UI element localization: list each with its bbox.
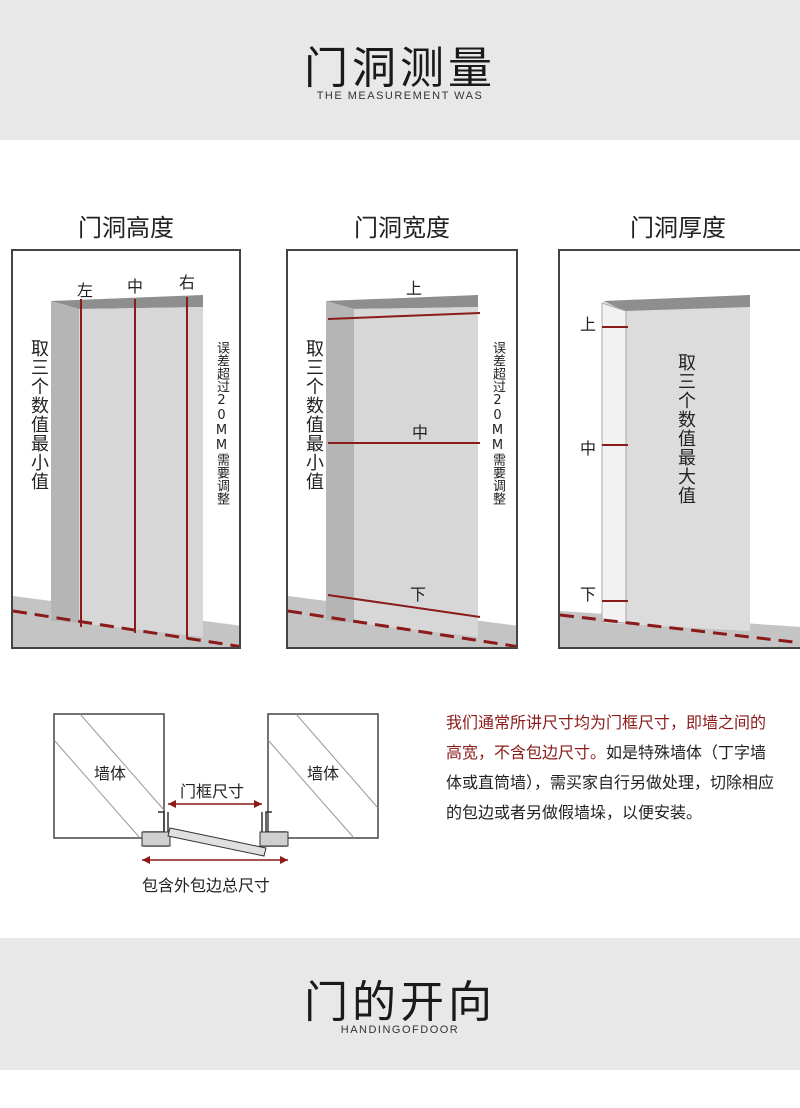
page-title: 门洞测量: [304, 43, 496, 94]
height-right-label: 右: [179, 273, 196, 292]
thickness-panel: 上 中 下 取三个数值最大值: [558, 249, 800, 649]
note-red-text: 我们通常所讲尺寸均为门框尺寸，即墙之间的高宽，不含包边尺寸。: [446, 713, 767, 762]
height-mid-label: 中: [127, 277, 144, 296]
height-left-note: 取三个数值最小值: [28, 339, 49, 491]
width-door-illustration: [288, 295, 516, 647]
note-text: 如是特殊墙体（丁字墙体或直筒墙），需买家自行另做处理，切除相应的包边或者另做假墙…: [446, 743, 775, 822]
right-wall-label: 墙体: [307, 764, 340, 783]
explanation-note: 我们通常所讲尺寸均为门框尺寸，即墙之间的高宽，不含包边尺寸。如是特殊墙体（丁字墙…: [446, 708, 776, 828]
height-right-note: 误差超过20MM需要调整: [214, 341, 229, 505]
width-top-label: 上: [406, 279, 423, 298]
thickness-bottom-label: 下: [580, 585, 597, 604]
width-panel-title: 门洞宽度: [354, 214, 450, 242]
thickness-mid-label: 中: [580, 439, 597, 458]
thickness-note: 取三个数值最大值: [675, 353, 696, 505]
frame-size-label: 门框尺寸: [180, 782, 245, 801]
page-subtitle: THE MEASUREMENT WAS: [316, 90, 484, 102]
left-wall-label: 墙体: [94, 764, 127, 783]
height-panel-title: 门洞高度: [78, 214, 174, 242]
thickness-top-label: 上: [580, 315, 597, 334]
width-bottom-label: 下: [410, 585, 427, 604]
height-panel: 左 中 右 取三个数值最小值 误差超过20MM需要调整: [11, 249, 241, 649]
height-left-label: 左: [77, 281, 94, 300]
footer-title: 门的开向: [304, 977, 496, 1028]
thickness-door-illustration: [560, 295, 800, 647]
thickness-panel-title: 门洞厚度: [630, 214, 726, 242]
width-right-note: 误差超过20MM需要调整: [490, 341, 505, 505]
width-panel: 上 中 下 取三个数值最小值 误差超过20MM需要调整: [286, 249, 518, 649]
frame-section-diagram: [53, 713, 379, 864]
header-band: [0, 0, 800, 140]
footer-subtitle: HANDINGOFDOOR: [340, 1024, 460, 1036]
footer-band: [0, 938, 800, 1070]
total-size-label: 包含外包边总尺寸: [142, 876, 271, 895]
width-mid-label: 中: [412, 423, 429, 442]
height-door-illustration: [13, 295, 239, 647]
width-left-note: 取三个数值最小值: [303, 339, 324, 491]
